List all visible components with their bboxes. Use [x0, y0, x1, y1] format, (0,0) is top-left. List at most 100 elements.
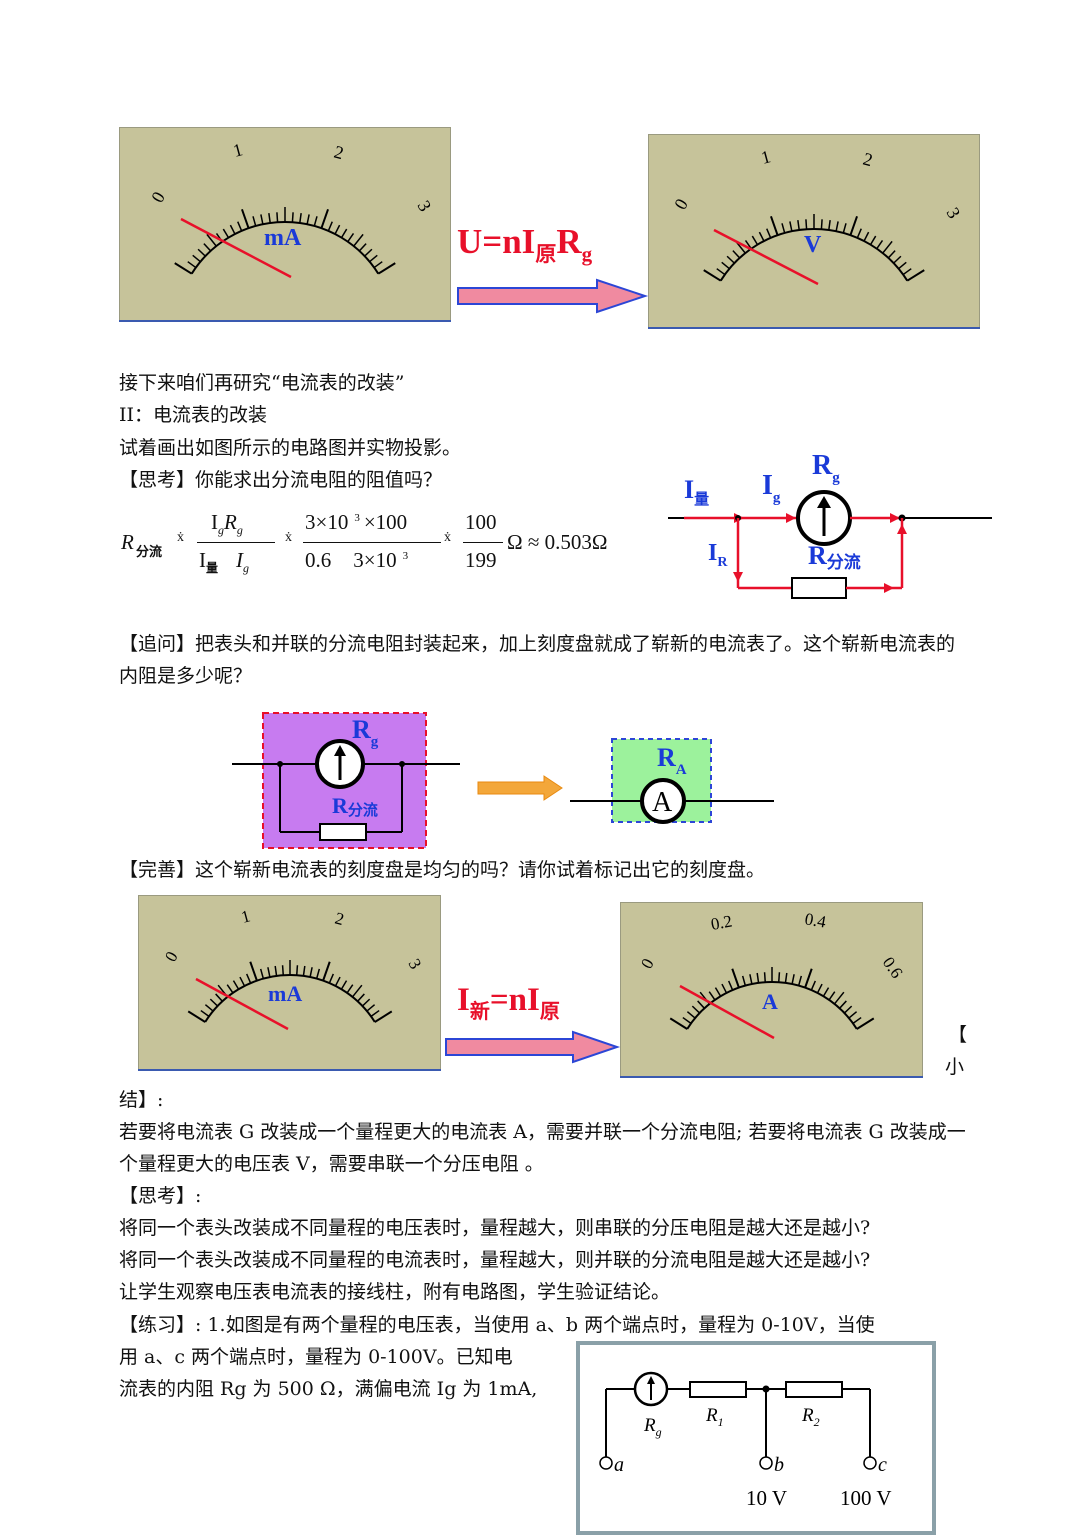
dial-tick — [340, 980, 348, 990]
dial-tick — [373, 261, 383, 269]
frac-bar — [197, 542, 275, 543]
formula-text: I — [457, 982, 470, 1018]
dial-tick — [721, 261, 730, 270]
dial-tick — [206, 233, 217, 247]
dial-tick — [731, 968, 740, 988]
top-meter-ma: 0 1 2 3 mA — [118, 126, 452, 323]
terminal-c: c — [878, 1454, 887, 1476]
dial-tick — [820, 219, 823, 230]
dial-tick — [340, 228, 348, 239]
eq-text: 3×10 — [305, 510, 349, 534]
summary-tag-part: 结】: — [119, 1089, 164, 1111]
perfect-line: 【完善】这个崭新电流表的刻度盘是均匀的吗？请你试着标记出它的刻度盘。 — [119, 859, 766, 881]
pack-label-RA: RA — [657, 743, 687, 778]
terminal-b: b — [774, 1454, 784, 1476]
dial-tick — [204, 1004, 214, 1012]
dial-tick — [197, 248, 206, 257]
dial-tick — [856, 1017, 875, 1030]
tick-label: 0.2 — [709, 912, 733, 934]
packaging-diagram: Rg R分流 A RA — [232, 712, 774, 849]
dial-tick — [347, 233, 355, 243]
dial-tick — [313, 216, 318, 227]
pack-label-Rg: Rg — [352, 715, 379, 750]
dial-tick — [732, 250, 741, 259]
range-c: 100 V — [840, 1486, 892, 1510]
formula-text: R — [556, 222, 582, 261]
dial-tick — [781, 223, 786, 234]
section-heading: II：电流表的改装 — [119, 404, 268, 426]
dial-arc — [190, 221, 380, 275]
dial-tick — [691, 1005, 701, 1014]
dial-tick — [309, 967, 313, 978]
eq-symbol: R — [121, 530, 134, 554]
right-arrow — [457, 278, 649, 314]
dial-tick — [669, 1017, 688, 1030]
dial-tick — [252, 216, 257, 227]
dial-tick — [784, 972, 788, 984]
dial-tick — [315, 968, 321, 979]
dial-tick — [274, 965, 278, 977]
formula-sub: 原 — [539, 1001, 560, 1023]
dial-tick — [334, 976, 341, 987]
dial-tick — [714, 987, 722, 997]
dial-tick — [346, 984, 354, 994]
tick-label: 0.4 — [803, 909, 828, 931]
dial-tick — [334, 224, 341, 235]
practice-line-2: 用 a、c 两个端点时，量程为 0-100V。已知电 — [119, 1346, 513, 1368]
dial-tick — [708, 991, 716, 1001]
dial-tick — [906, 269, 925, 282]
dial-tick — [320, 208, 329, 229]
dial-tick — [237, 221, 243, 232]
summary-paragraph: 若要将电流表 G 改装成一个量程更大的电流表 A，需要并联一个分流电阻; 若要将… — [119, 1121, 966, 1175]
frac3-den: 199 — [465, 548, 497, 572]
needle — [713, 228, 819, 286]
dial-tick — [229, 224, 236, 235]
dial-tick — [187, 1010, 206, 1023]
dial-tick — [232, 980, 240, 990]
dial-tick — [804, 968, 813, 988]
eq-text: I — [211, 510, 218, 534]
dial-tick — [744, 240, 752, 250]
instruction-line: 试着画出如图所示的电路图并实物投影。 — [119, 437, 462, 459]
dial-tick — [869, 235, 877, 246]
formula-sub: g — [581, 242, 593, 266]
meter-unit: A — [762, 989, 778, 1014]
eq-text: I — [236, 548, 244, 572]
dial-tick — [351, 984, 363, 998]
dial-tick — [366, 1004, 376, 1012]
dial-tick — [259, 968, 265, 979]
dial-tick — [756, 972, 760, 984]
dial-tick — [295, 965, 299, 976]
dial-tick — [727, 980, 734, 991]
dial-tick — [882, 240, 893, 254]
frac-bar — [303, 542, 441, 543]
dial-tick — [751, 235, 759, 246]
needle — [679, 984, 775, 1040]
dial-tick — [902, 268, 912, 276]
dial-arc — [204, 974, 376, 1023]
eq-result: Ω ≈ 0.503Ω — [507, 530, 608, 554]
dial-tick — [353, 233, 364, 247]
dial-tick — [267, 967, 271, 978]
dial-tick — [226, 984, 234, 994]
dial-tick — [749, 974, 753, 985]
dial-arc — [686, 981, 858, 1030]
two-range-voltmeter-circuit: Rg R1 R2 a b c 10 V 100 V — [576, 1341, 936, 1535]
dial-tick — [848, 1011, 858, 1019]
needle — [195, 977, 289, 1031]
c2-label-R2: R2 — [801, 1405, 820, 1429]
dial-tick — [856, 228, 862, 239]
dial-tick — [863, 231, 870, 242]
dial-tick — [849, 215, 858, 236]
pack-label-R-shunt: R分流 — [332, 793, 378, 819]
frac-bar — [463, 542, 503, 543]
dial-tick — [789, 221, 793, 232]
dial-tick — [302, 965, 306, 977]
think2-heading: 【思考】: — [119, 1185, 202, 1207]
think-line: 【思考】你能求出分流电阻的阻值吗？ — [119, 469, 443, 491]
label-IR: IR — [708, 540, 728, 570]
eq-text: R — [224, 510, 237, 534]
dial-tick — [716, 268, 726, 276]
